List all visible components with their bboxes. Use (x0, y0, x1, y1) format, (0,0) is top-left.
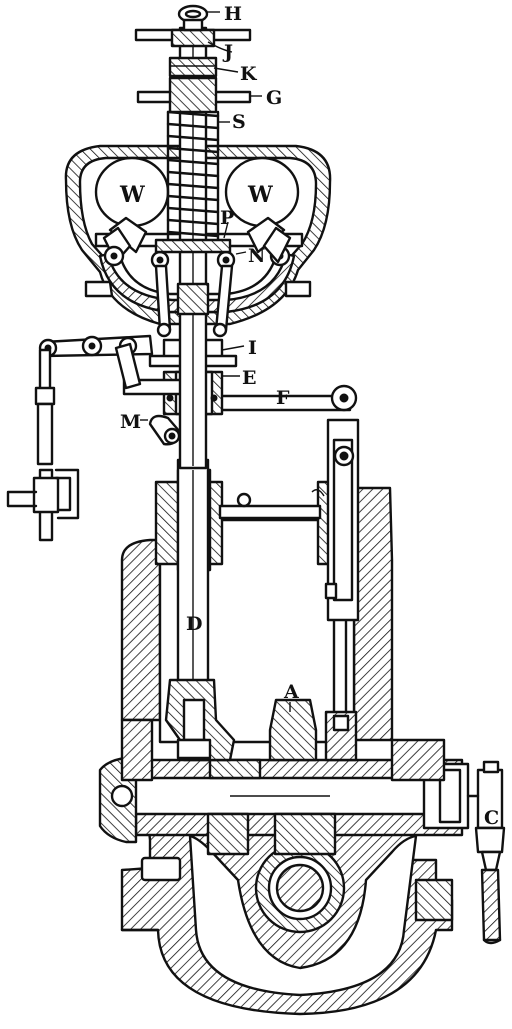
label-j: J (222, 41, 233, 63)
top-handwheel (134, 4, 252, 48)
throttle-linkage (6, 334, 154, 542)
adjusting-nut-k (168, 56, 218, 78)
label-s: S (232, 111, 246, 133)
label-n: N (248, 245, 265, 267)
crankcase-base (120, 818, 454, 1016)
governor-weight-right (224, 156, 300, 254)
label-w-right: W (247, 182, 273, 208)
label-m: M (120, 411, 141, 433)
label-f: F (276, 387, 290, 409)
label-i: I (248, 337, 257, 359)
leader-lines (140, 11, 291, 712)
label-p: P (220, 207, 234, 229)
part-labels: H J K G S W W P N I E F M D A C (119, 3, 499, 829)
label-g: G (266, 87, 282, 109)
spring-collar-g (136, 76, 252, 114)
vertical-rod (164, 458, 236, 762)
label-e: E (242, 367, 256, 389)
label-w-left: W (119, 182, 145, 208)
governor-bell-cranks (102, 226, 292, 338)
spring-collar-p (154, 238, 232, 254)
governor-spring (166, 110, 220, 242)
eccentric-rod-assembly (268, 418, 360, 762)
label-k: K (240, 63, 258, 85)
governor-weight-left (94, 156, 170, 254)
fuel-pipe-c (466, 760, 506, 945)
label-c: C (484, 807, 499, 829)
label-d: D (186, 613, 202, 635)
label-a: A (283, 681, 299, 703)
label-h: H (224, 3, 242, 25)
